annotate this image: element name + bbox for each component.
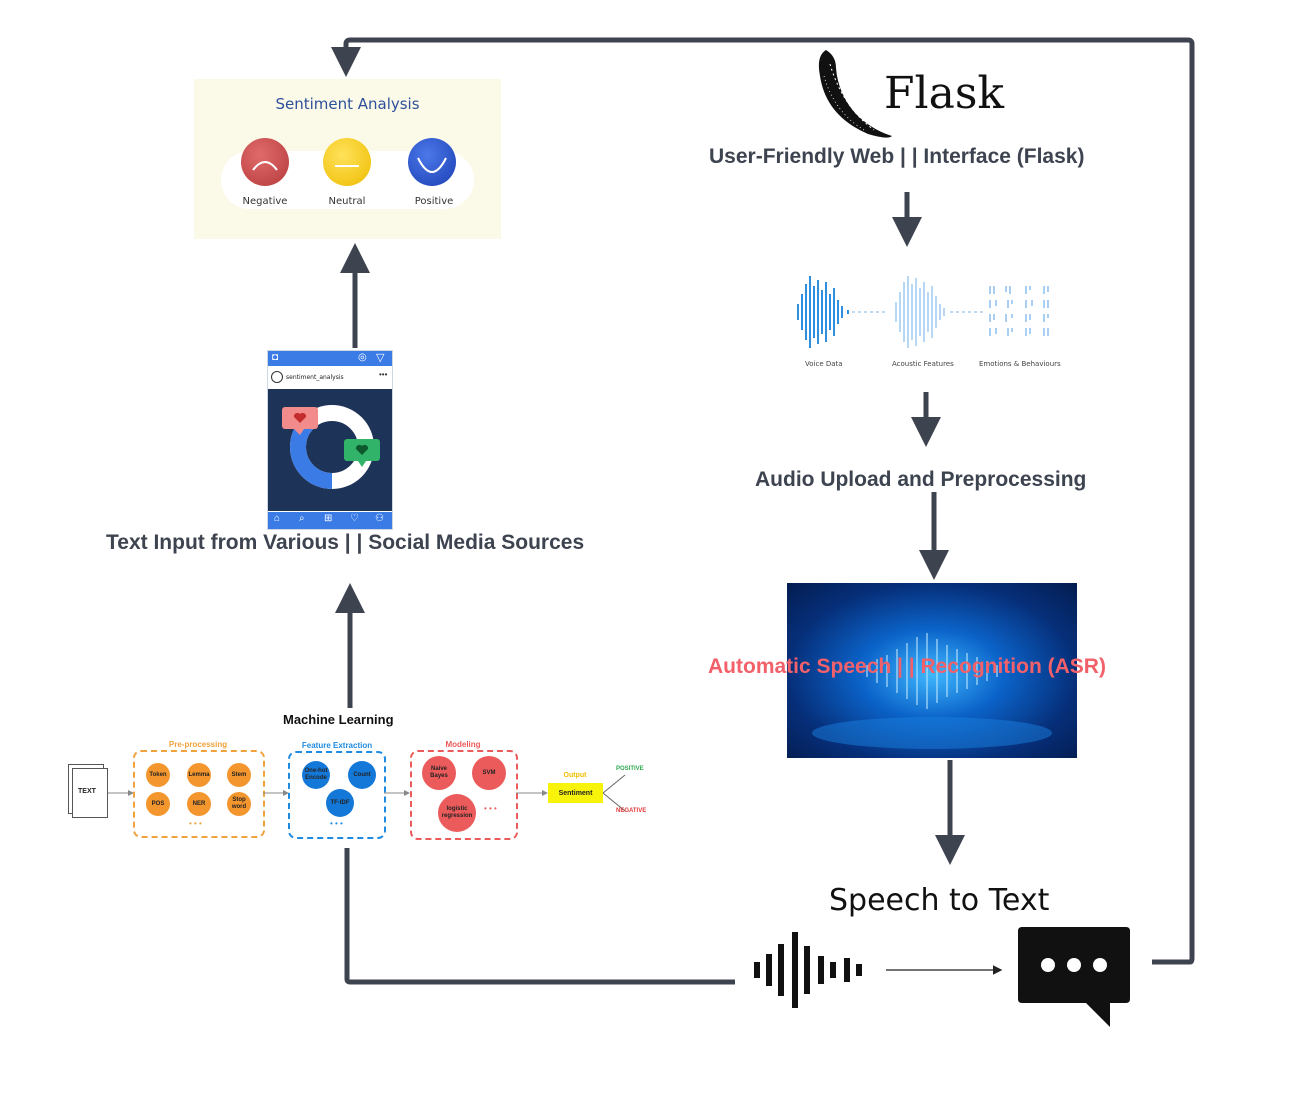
negative-label: Negative (242, 196, 288, 207)
camera-icon: ◘ (272, 352, 279, 363)
modeling-stage: Naive Bayes SVM logistic regression • • … (410, 750, 518, 840)
speech-to-text-caption: Speech to Text (829, 883, 1050, 918)
social-caption: Text Input from Various | | Social Media… (106, 531, 585, 554)
preprocessing-more: • • • (189, 819, 202, 828)
positive-label: Positive (414, 196, 454, 207)
logistic-regression-node: logistic regression (438, 794, 476, 832)
search-icon: ⌕ (299, 513, 305, 524)
add-post-icon: ⊞ (324, 513, 333, 524)
audio-waveform-icon (754, 932, 862, 1008)
asr-waveform-image (787, 583, 1077, 758)
stem-node: Stem (227, 763, 251, 787)
profile-icon: ⚇ (375, 513, 384, 524)
avatar (271, 371, 283, 383)
modeling-to-output-arrow (516, 790, 548, 796)
feature-extraction-stage: One-hot Encode Count TF-IDF • • • (288, 751, 386, 839)
sentiment-output-box: Sentiment (548, 783, 603, 803)
positive-face-icon (408, 138, 456, 186)
phone-topbar: ◘ ◎ ▽ (268, 351, 392, 366)
preprocessing-stage: Token Lemma Stem POS NER Stop word • • • (133, 750, 265, 838)
phone-handle: sentiment_analysis (286, 374, 344, 381)
onehot-node: One-hot Encode (302, 761, 330, 789)
emotions-behaviours-label: Emotions & Behaviours (979, 360, 1061, 368)
naive-bayes-node: Naive Bayes (422, 756, 456, 790)
positive-output-label: POSITIVE (616, 766, 644, 772)
pos-node: POS (146, 792, 170, 816)
text-document-icon: TEXT (68, 764, 108, 818)
stopword-node: Stop word (227, 792, 251, 816)
sentiment-title: Sentiment Analysis (275, 95, 420, 113)
text-to-preprocessing-arrow (108, 790, 134, 796)
count-node: Count (348, 761, 376, 789)
sentiment-donut-graphic (282, 405, 380, 489)
flask-horn-icon (818, 50, 892, 138)
preprocessing-caption: Audio Upload and Preprocessing (755, 468, 1087, 491)
lock-icon: ◎ (358, 352, 367, 363)
preprocessing-to-feature-arrow (263, 790, 289, 796)
phone-post-image (268, 389, 392, 511)
phone-bottombar: ⌂ ⌕ ⊞ ♡ ⚇ (268, 512, 392, 529)
modeling-more: • • • (484, 804, 497, 813)
audio-features-graphic (797, 276, 1049, 348)
feedback-loop-arrow (331, 37, 1195, 965)
voice-data-label: Voice Data (805, 360, 843, 368)
chat-bubble-icon (1018, 927, 1130, 1027)
social-media-phone: ◘ ◎ ▽ sentiment_analysis ••• ⌂ ⌕ ⊞ ♡ ⚇ (267, 350, 393, 530)
neutral-face-icon (323, 138, 371, 186)
tfidf-node: TF-IDF (326, 789, 354, 817)
output-branch-lines (603, 774, 626, 812)
asr-glow-waveform (812, 633, 1052, 749)
acoustic-features-label: Acoustic Features (892, 360, 954, 368)
ml-title: Machine Learning (283, 712, 394, 727)
waveform-to-ml-arrow (344, 848, 735, 985)
flask-caption: User-Friendly Web | | Interface (Flask) (709, 145, 1085, 168)
flask-logo: Flask (812, 46, 1004, 142)
negative-output-label: NEGATIVE (616, 808, 647, 814)
lemma-node: Lemma (187, 763, 211, 787)
preprocessing-stage-title: Pre-processing (168, 740, 228, 749)
feature-to-modeling-arrow (384, 790, 410, 796)
send-icon: ▽ (376, 352, 385, 364)
token-node: Token (146, 763, 170, 787)
text-input-label: TEXT (78, 788, 96, 795)
svm-node: SVM (472, 756, 506, 790)
output-title: Output (563, 772, 587, 779)
heart-icon: ♡ (350, 513, 359, 524)
sentiment-analysis-panel: Sentiment Analysis Negative Neutral Posi… (194, 79, 501, 239)
flask-logo-text: Flask (884, 68, 1005, 119)
modeling-stage-title: Modeling (445, 740, 481, 749)
ner-node: NER (187, 792, 211, 816)
neutral-label: Neutral (328, 196, 366, 207)
more-icon: ••• (379, 370, 388, 379)
home-icon: ⌂ (274, 513, 281, 524)
feature-more: • • • (330, 819, 343, 828)
feature-stage-title: Feature Extraction (301, 741, 373, 750)
negative-face-icon (241, 138, 289, 186)
audio-features-strip: Voice Data Acoustic Features Emotions & … (790, 272, 1070, 376)
asr-caption: Automatic Speech | | Recognition (ASR) (708, 655, 1106, 678)
